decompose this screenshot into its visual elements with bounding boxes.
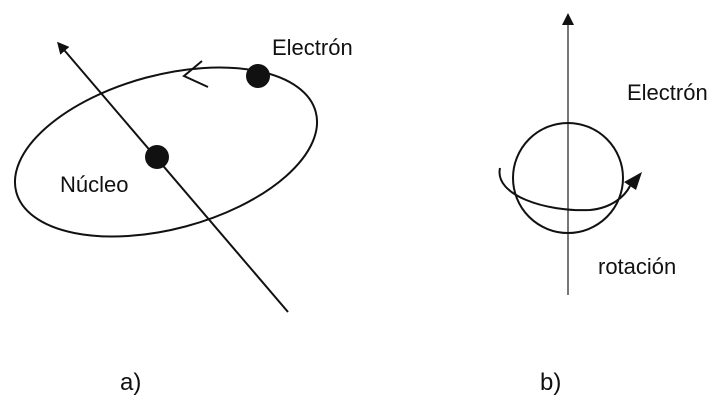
orbit-direction-arrow-icon bbox=[182, 60, 209, 88]
electron-sphere bbox=[512, 122, 624, 234]
nucleus-label: Núcleo bbox=[60, 172, 128, 197]
rotation-label: rotación bbox=[598, 254, 676, 279]
electron-dot bbox=[246, 64, 270, 88]
rotation-arrow-icon bbox=[624, 172, 642, 190]
rotation-curve bbox=[498, 167, 631, 212]
orbit-ellipse bbox=[13, 66, 319, 238]
caption-b: b) bbox=[540, 369, 561, 396]
electron-label-b: Electrón bbox=[627, 80, 708, 105]
electron-label-a: Electrón bbox=[272, 35, 353, 60]
caption-a: a) bbox=[120, 369, 141, 396]
nucleus-dot bbox=[145, 145, 169, 169]
orbital-axis-line bbox=[57, 41, 289, 313]
panel-a: Electrón Núcleo a) bbox=[13, 35, 353, 396]
panel-b: Electrón rotación b) bbox=[498, 13, 708, 396]
